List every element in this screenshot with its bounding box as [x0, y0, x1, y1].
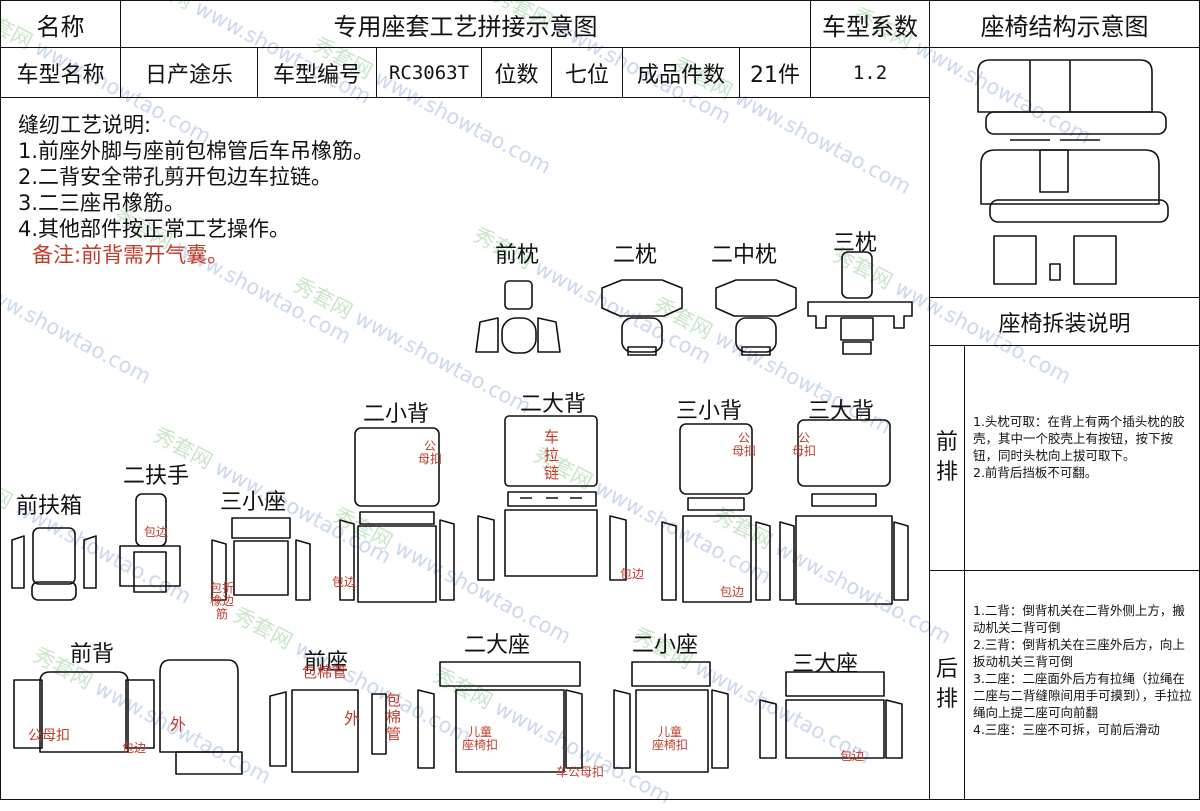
- front-row-label: 前 排: [935, 430, 958, 485]
- part-label-second-large-seat: 二大座: [464, 633, 531, 658]
- third-headrest-pattern: [807, 251, 913, 355]
- annot-front-back-binding: 包边: [122, 741, 147, 755]
- notes-remark: 备注:前背需开气囊。: [32, 243, 229, 267]
- annot-second-small-seat-child: 儿童 座椅扣: [652, 725, 689, 752]
- annot-front-back-buckle: 公母扣: [28, 728, 70, 744]
- front-back-pattern: [13, 671, 155, 753]
- coef-label: 车型系数: [810, 0, 930, 48]
- part-label-third-small-back: 三小背: [676, 399, 743, 424]
- annot-second-small-back-buckle: 公 母扣: [418, 439, 443, 466]
- annot-second-seat-rear-buckle: 车公母扣: [556, 765, 605, 779]
- second-small-seat-pattern: [613, 661, 729, 773]
- annot-outer-back: 外: [170, 715, 187, 734]
- sewing-notes: 缝纫工艺说明: 1.前座外脚与座前包棉管后车吊橡筋。 2.二背安全带孔剪开包边车…: [18, 112, 374, 268]
- third-small-back-pattern: [661, 423, 771, 603]
- annot-third-small-seat-elastic: 包折 橡边 筋: [210, 581, 235, 621]
- third-large-back-pattern: [779, 419, 909, 605]
- part-label-second-mid-headrest: 二中枕: [711, 243, 778, 268]
- annot-front-seat-tube-vertical: 包 棉 管: [386, 691, 402, 743]
- front-seat-pattern: [269, 689, 387, 773]
- seats-label: 位数: [481, 47, 552, 98]
- seats-value: 七位: [551, 47, 623, 98]
- notes-title: 缝纫工艺说明:: [18, 113, 152, 137]
- third-large-seat-pattern: [759, 671, 903, 759]
- part-label-front-seat: 前座: [304, 650, 349, 675]
- part-label-third-large-seat: 三大座: [792, 652, 859, 677]
- annot-front-seat-outer: 外: [344, 709, 361, 728]
- model-name: 日产途乐: [120, 47, 258, 98]
- annot-third-small-back-buckle: 公 母扣: [732, 431, 757, 458]
- front-headrest-pattern: [475, 280, 561, 354]
- annot-second-large-back-zipper: 车 拉 链: [544, 428, 560, 482]
- note-2: 2.二背安全带孔剪开包边车拉链。: [18, 165, 333, 189]
- second-large-seat-pattern: [417, 661, 583, 773]
- front-console-pattern: [11, 527, 97, 601]
- rear-instruction-4: 4.三座：三座不可拆，可前后滑动: [973, 722, 1160, 737]
- part-label-front-console: 前扶箱: [16, 494, 83, 519]
- rear-instruction-2: 2.三背：倒背机关在三座外后方，向上扳动机关三背可倒: [973, 637, 1185, 669]
- annot-front-seat-tube: 包棉管: [302, 663, 348, 681]
- front-instruction-1: 1.头枕可取：在背上有两个插头枕的胶壳，其中一个胶壳上有按钮，按下按钮，同时头枕…: [973, 414, 1185, 463]
- third-small-seat-pattern: [211, 517, 311, 601]
- second-headrest-pattern: [601, 279, 683, 356]
- annot-third-small-back-binding: 包边: [720, 585, 745, 599]
- annot-second-small-back-binding: 包边: [332, 575, 357, 589]
- annot-second-large-back-binding: 包边: [620, 567, 645, 581]
- note-1: 1.前座外脚与座前包棉管后车吊橡筋。: [18, 139, 375, 163]
- rear-instruction-1: 1.二背：倒背机关在二背外侧上方，搬动机关二背可倒: [973, 603, 1185, 635]
- part-label-second-small-seat: 二小座: [632, 633, 699, 658]
- seat-structure-diagram: [977, 59, 1169, 285]
- annot-second-large-seat-child: 儿童 座椅扣: [462, 725, 499, 752]
- second-mid-headrest-pattern: [715, 279, 797, 356]
- part-label-front-back: 前背: [70, 642, 115, 667]
- rear-row-label: 后 排: [935, 657, 958, 712]
- pieces-label: 成品件数: [622, 47, 740, 98]
- outer-back-pattern: [159, 659, 243, 775]
- part-label-second-large-back: 二大背: [520, 392, 587, 417]
- part-label-front-headrest: 前枕: [495, 243, 540, 268]
- part-label-third-headrest: 三枕: [833, 231, 878, 256]
- part-label-second-headrest: 二枕: [613, 243, 658, 268]
- note-3: 3.二三座吊橡筋。: [18, 191, 186, 215]
- annot-armrest-binding: 包边: [144, 525, 169, 539]
- second-small-back-pattern: [339, 427, 455, 603]
- front-row-instructions: 1.头枕可取：在背上有两个插头枕的胶壳，其中一个胶壳上有按钮，按下按钮，同时头枕…: [973, 413, 1193, 481]
- second-armrest-pattern: [119, 493, 181, 593]
- front-instruction-2: 2.前背后挡板不可翻。: [973, 465, 1098, 480]
- annot-third-large-seat-binding: 包边: [840, 749, 865, 763]
- annot-third-large-back-buckle: 公 母扣: [792, 431, 817, 458]
- part-label-third-large-back: 三大背: [808, 399, 875, 424]
- second-large-back-pattern: [477, 415, 627, 581]
- rear-instruction-3: 3.二座：二座面外后方有拉绳（拉绳在二座与二背缝隙间用手可摸到），手拉拉绳向上提…: [973, 671, 1192, 720]
- rear-row-instructions: 1.二背：倒背机关在二背外侧上方，搬动机关二背可倒 2.三背：倒背机关在三座外后…: [973, 602, 1193, 738]
- part-label-second-small-back: 二小背: [363, 402, 430, 427]
- part-label-second-armrest: 二扶手: [123, 464, 190, 489]
- part-label-third-small-seat: 三小座: [220, 490, 287, 515]
- note-4: 4.其他部件按正常工艺操作。: [18, 217, 291, 241]
